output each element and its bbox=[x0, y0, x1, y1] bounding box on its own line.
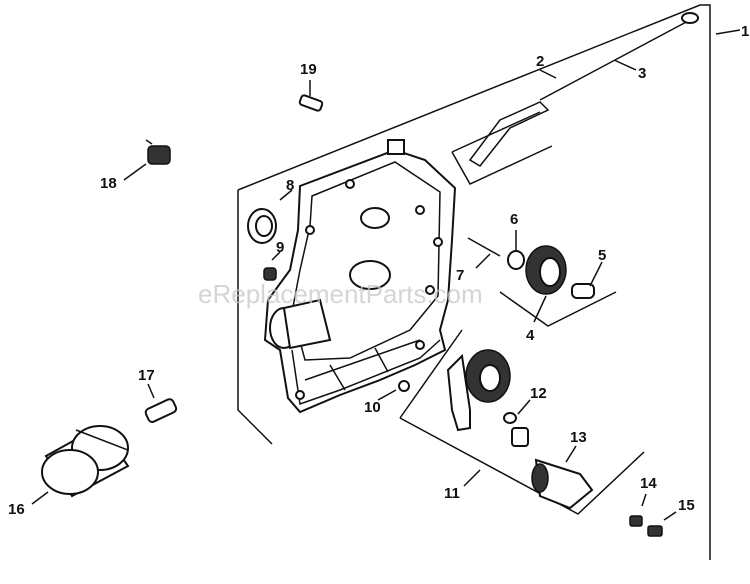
governor-gear bbox=[525, 245, 567, 295]
pump-group-outline bbox=[399, 329, 645, 515]
gear-group-outline bbox=[499, 291, 617, 327]
governor-gear-pin bbox=[571, 283, 595, 299]
oil-pickup bbox=[511, 427, 594, 510]
watermark-text: eReplacementParts.com bbox=[198, 279, 483, 309]
callout-7: 7 bbox=[456, 267, 464, 284]
callout-8: 8 bbox=[286, 177, 294, 194]
callout-13: 13 bbox=[570, 429, 587, 446]
drain-nut bbox=[629, 515, 643, 527]
callout-18: 18 bbox=[100, 175, 117, 192]
pump-o-ring bbox=[503, 412, 517, 424]
dipstick bbox=[468, 12, 699, 167]
callout-14: 14 bbox=[640, 475, 657, 492]
callout-6: 6 bbox=[510, 211, 518, 228]
callout-3: 3 bbox=[638, 65, 646, 82]
callout-16: 16 bbox=[8, 501, 25, 518]
callout-15: 15 bbox=[678, 497, 695, 514]
callout-9: 9 bbox=[276, 239, 284, 256]
callout-5: 5 bbox=[598, 247, 606, 264]
callout-12: 12 bbox=[530, 385, 547, 402]
leader-lines bbox=[31, 29, 741, 521]
oil-pump bbox=[446, 349, 511, 432]
callout-2: 2 bbox=[536, 53, 544, 70]
callout-4: 4 bbox=[526, 327, 535, 344]
callout-17: 17 bbox=[138, 367, 155, 384]
oil-pressure-switch bbox=[145, 139, 171, 165]
callout-11: 11 bbox=[444, 485, 460, 502]
governor-washer bbox=[507, 250, 525, 270]
crankcase-cover bbox=[263, 139, 457, 414]
oil-filter bbox=[41, 424, 130, 498]
dowel-pin bbox=[263, 267, 277, 281]
callout-19: 19 bbox=[300, 61, 317, 78]
filter-nipple bbox=[144, 398, 178, 423]
drain-screw bbox=[647, 525, 663, 537]
oil-seal bbox=[247, 208, 277, 244]
callout-10: 10 bbox=[364, 399, 381, 416]
callout-1: 1 bbox=[741, 23, 749, 40]
cover-o-ring bbox=[398, 380, 410, 392]
governor-shaft bbox=[467, 237, 501, 257]
cover-screw bbox=[298, 94, 324, 112]
dipstick-group-outline bbox=[451, 111, 553, 185]
assembly-outline bbox=[237, 4, 711, 560]
